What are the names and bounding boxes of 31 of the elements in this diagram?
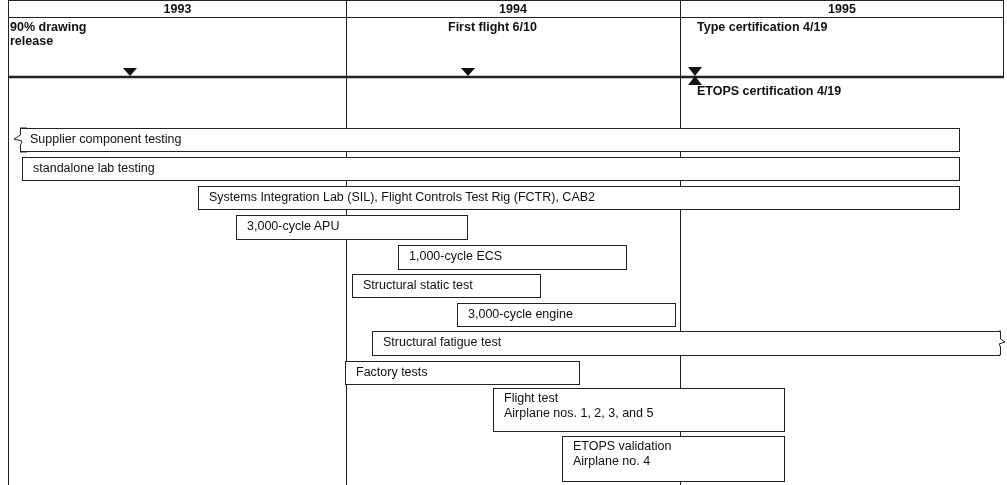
timeline-bar bbox=[198, 186, 960, 210]
year-header: 1995 bbox=[827, 2, 857, 16]
bar-label: Supplier component testing bbox=[30, 132, 183, 147]
milestone-label: 90% drawing release bbox=[10, 20, 88, 48]
milestone-label: ETOPS certification 4/19 bbox=[697, 84, 843, 98]
timeline-bar bbox=[493, 388, 785, 432]
milestone-label: Type certification 4/19 bbox=[697, 20, 829, 34]
timeline-bar bbox=[372, 331, 1000, 356]
bar-label: Factory tests bbox=[356, 365, 429, 380]
timeline-bar bbox=[457, 303, 676, 327]
milestone-label: First flight 6/10 bbox=[448, 20, 538, 34]
bar-label: Airplane nos. 1, 2, 3, and 5 bbox=[504, 406, 655, 421]
bar-label: Systems Integration Lab (SIL), Flight Controls Test Rig (FCTR), CAB2 bbox=[209, 190, 596, 205]
timeline-bar bbox=[20, 128, 960, 152]
bar-label: 3,000-cycle APU bbox=[247, 219, 341, 234]
year-header: 1993 bbox=[162, 2, 193, 16]
bar-label: Flight test bbox=[504, 391, 560, 406]
bar-label: Structural fatigue test bbox=[383, 335, 503, 350]
bar-label: 1,000-cycle ECS bbox=[409, 249, 504, 264]
timeline-bar bbox=[352, 274, 541, 298]
bar-label: 3,000-cycle engine bbox=[468, 307, 574, 322]
timeline-bar bbox=[562, 436, 785, 482]
timeline-bar bbox=[398, 245, 627, 270]
bar-label: standalone lab testing bbox=[33, 161, 156, 176]
year-header: 1994 bbox=[498, 2, 528, 16]
bar-label: ETOPS validation bbox=[573, 439, 673, 454]
timeline-bar bbox=[236, 215, 468, 240]
bar-label: Airplane no. 4 bbox=[573, 454, 652, 469]
timeline-bar bbox=[345, 361, 580, 385]
bar-label: Structural static test bbox=[363, 278, 474, 293]
timeline-bar bbox=[22, 157, 960, 181]
